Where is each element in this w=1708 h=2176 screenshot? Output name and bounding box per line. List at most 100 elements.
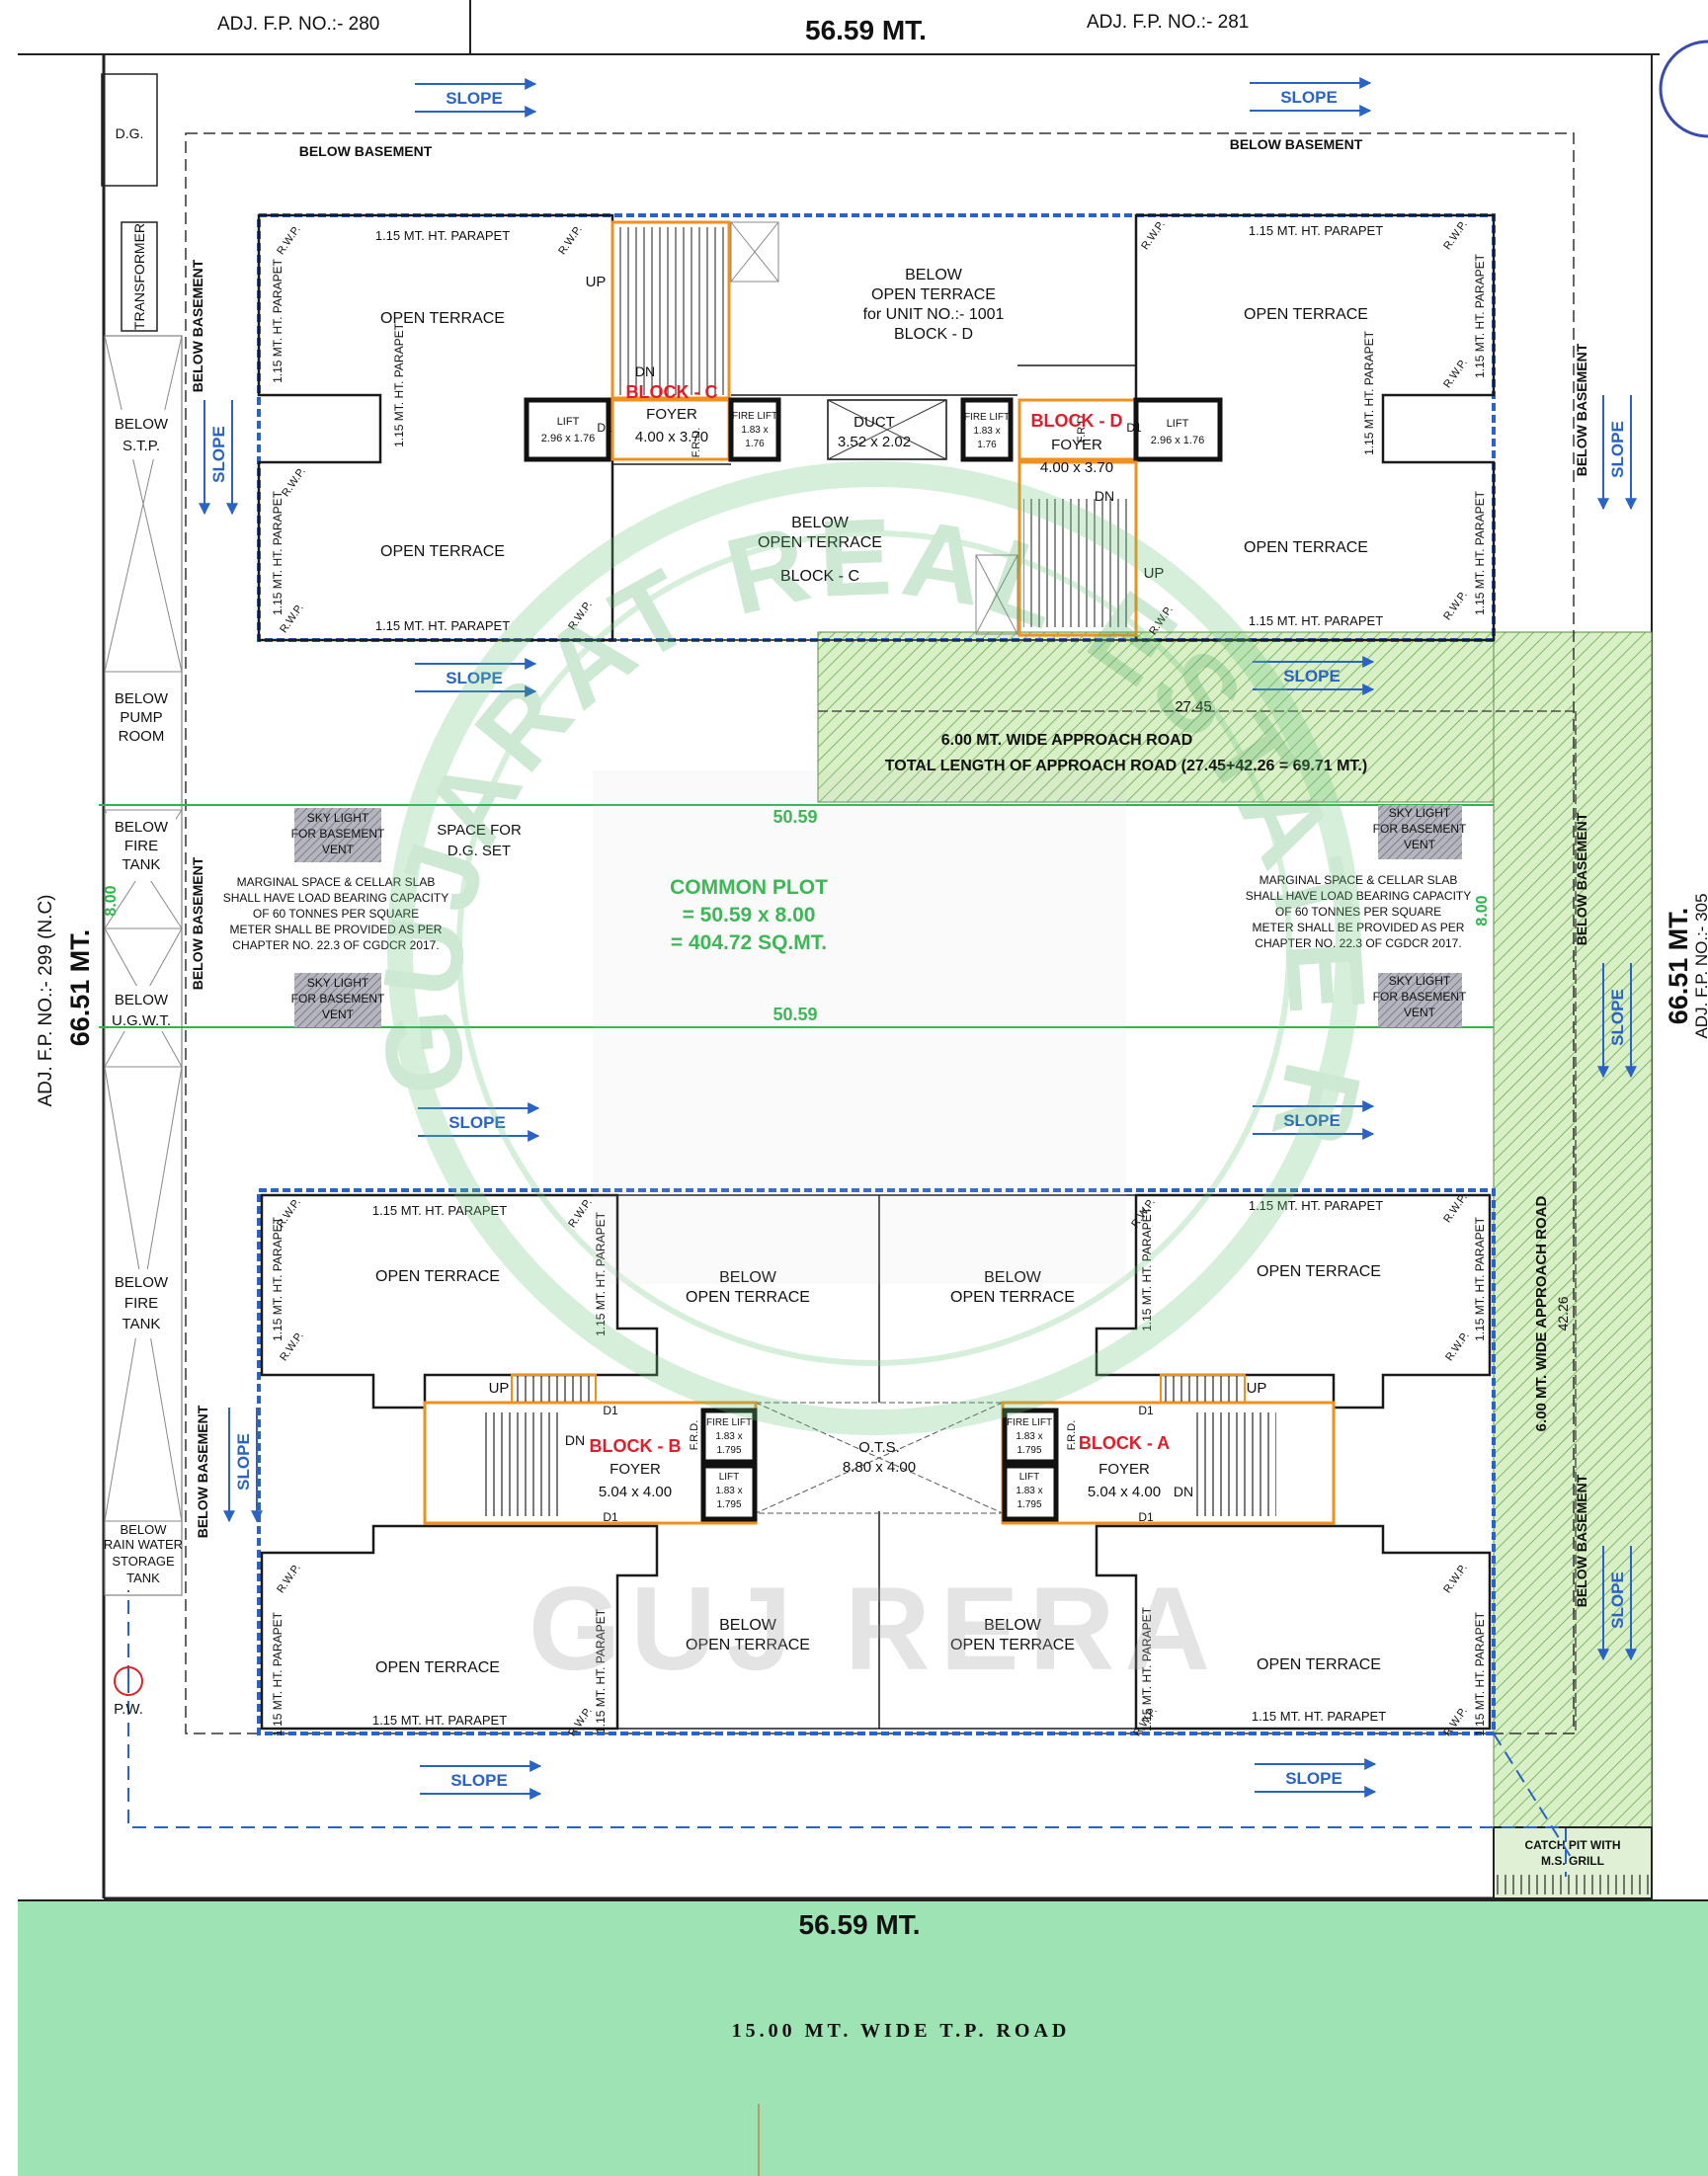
fire-tank-top-2: FIRE (124, 838, 158, 854)
catch-pit-label-2: M.S. GRILL (1541, 1854, 1604, 1868)
open-terrace-label: OPEN TERRACE (1244, 539, 1368, 556)
skylight-br-3: VENT (1404, 1006, 1436, 1019)
ots-label: O.T.S. (858, 1439, 900, 1456)
rwp-label: R.W.P. (1443, 1330, 1472, 1363)
slope-label: SLOPE (1285, 1769, 1342, 1788)
door-d1-label: D1 (1138, 1510, 1154, 1524)
common-plot-line-1: COMMON PLOT (670, 876, 828, 899)
block-a-foyer: FOYER (1098, 1461, 1150, 1478)
duct-size: 3.52 x 2.02 (838, 434, 911, 450)
approach-road-title: 6.00 MT. WIDE APPROACH ROAD (941, 732, 1193, 749)
below-basement-right-3: BELOW BASEMENT (1574, 1474, 1589, 1607)
rain-water-4: TANK (126, 1571, 160, 1585)
block-d-fire-lift: FIRE LIFT (964, 412, 1010, 423)
ugwt-label-2: U.G.W.T. (112, 1012, 171, 1029)
dg-label: D.G. (116, 125, 144, 141)
slope-label: SLOPE (1608, 1572, 1627, 1629)
block-b-foyer-size: 5.04 x 4.00 (599, 1484, 672, 1500)
block-b-fire-lift-size-2: 1.795 (716, 1445, 741, 1456)
below-basement-top-right: BELOW BASEMENT (1230, 136, 1363, 152)
block-c-foyer: FOYER (646, 406, 697, 423)
parapet-label-vertical: 1.15 MT. HT. PARAPET (271, 490, 285, 614)
below-terrace-mid-1: BELOW (791, 515, 850, 531)
rwp-label: R.W.P. (1139, 218, 1168, 252)
marginal-right-3: OF 60 TONNES PER SQUARE (1275, 905, 1441, 919)
rwp-label: R.W.P. (275, 1196, 303, 1230)
marginal-right-2: SHALL HAVE LOAD BEARING CAPACITY (1246, 889, 1472, 903)
slope-label: SLOPE (446, 89, 503, 108)
slope-label: SLOPE (209, 426, 228, 483)
fire-tank-top-3: TANK (122, 856, 161, 873)
block-a-name: BLOCK - A (1079, 1433, 1170, 1453)
open-terrace-label: OPEN TERRACE (1257, 1656, 1381, 1673)
bottom-dimension-label: 56.59 MT. (799, 1909, 921, 1940)
parapet-label-vertical: 1.15 MT. HT. PARAPET (1473, 1611, 1487, 1735)
skylight-tr-1: SKY LIGHT (1389, 806, 1451, 820)
fire-tank-top-1: BELOW (115, 819, 169, 836)
approach-road-vertical (1493, 631, 1653, 1899)
parapet-label-vertical: 1.15 MT. HT. PARAPET (1140, 1206, 1154, 1330)
below-basement-left-3: BELOW BASEMENT (195, 1405, 210, 1538)
marginal-left-1: MARGINAL SPACE & CELLAR SLAB (237, 875, 436, 889)
right-dimension-label: 66.51 MT. (1664, 908, 1693, 1025)
tp-road (18, 1900, 1708, 2176)
open-terrace-label: OPEN TERRACE (375, 1659, 500, 1676)
slope-label: SLOPE (448, 1113, 506, 1132)
top-building (257, 213, 1496, 642)
common-plot-line-3: = 404.72 SQ.MT. (671, 931, 827, 954)
rwp-label: R.W.P. (1441, 1191, 1470, 1225)
block-d-foyer: FOYER (1051, 437, 1102, 453)
bottom-building (257, 1188, 1496, 1735)
parapet-label-vertical: 1.15 MT. HT. PARAPET (271, 1216, 285, 1340)
skylight-bl-2: FOR BASEMENT (291, 992, 385, 1006)
block-a-lift-size-2: 1.795 (1017, 1499, 1041, 1510)
skylight-tr-2: FOR BASEMENT (1373, 822, 1467, 836)
stp-label-1: BELOW (115, 416, 169, 433)
block-d-name: BLOCK - D (1031, 411, 1123, 431)
block-d-foyer-size: 4.00 x 3.70 (1040, 459, 1113, 476)
block-c-fire-lift: FIRE LIFT (732, 411, 777, 422)
block-c-fire-lift-size-1: 1.83 x (741, 425, 768, 436)
below-terrace-top-1: BELOW (905, 267, 963, 283)
below-terrace-mid-3: BLOCK - C (780, 568, 859, 585)
block-b-name: BLOCK - B (590, 1436, 682, 1456)
marginal-right-5: CHAPTER NO. 22.3 OF CGDCR 2017. (1255, 936, 1461, 950)
door-d1-label: D1 (1138, 1404, 1154, 1417)
adj-fp-305-label: ADJ. F.P. NO.:- 305 (1692, 893, 1708, 1038)
parapet-label: 1.15 MT. HT. PARAPET (1249, 1198, 1383, 1213)
parapet-label: 1.15 MT. HT. PARAPET (1252, 1709, 1386, 1724)
approach-road-vertical-title: 6.00 MT. WIDE APPROACH ROAD (1533, 1196, 1550, 1432)
block-b-up: UP (489, 1380, 510, 1397)
open-terrace-label: OPEN TERRACE (375, 1268, 500, 1285)
tp-road-label: 15.00 MT. WIDE T.P. ROAD (732, 2020, 1071, 2042)
rain-water-1: BELOW (121, 1522, 168, 1537)
block-c-dn: DN (635, 363, 655, 379)
block-b-fire-lift: FIRE LIFT (706, 1417, 752, 1428)
parapet-label: 1.15 MT. HT. PARAPET (375, 618, 510, 633)
frd-label: F.R.D. (1066, 1420, 1078, 1451)
below-terrace-top-2: OPEN TERRACE (871, 286, 996, 303)
adj-fp-280-label: ADJ. F.P. NO.:- 280 (217, 14, 379, 35)
open-terrace-label: OPEN TERRACE (1257, 1263, 1381, 1280)
slope-label: SLOPE (1608, 989, 1627, 1046)
skylight-br (1378, 973, 1462, 1027)
below-terrace-top-3: for UNIT NO.:- 1001 (863, 306, 1005, 323)
block-b-lift: LIFT (719, 1472, 740, 1483)
below-basement-right-1: BELOW BASEMENT (1574, 343, 1589, 476)
adj-fp-281-label: ADJ. F.P. NO.:- 281 (1087, 12, 1249, 33)
top-dimension-label: 56.59 MT. (805, 15, 927, 45)
block-a-dn: DN (1174, 1484, 1193, 1499)
block-a-foyer-size: 5.04 x 4.00 (1088, 1484, 1161, 1500)
parapet-label: 1.15 MT. HT. PARAPET (372, 1203, 507, 1218)
rwp-label: R.W.P. (275, 1562, 303, 1595)
adj-fp-299-label: ADJ. F.P. NO.:- 299 (N.C) (36, 894, 56, 1106)
below-open-terrace-label: OPEN TERRACE (686, 1289, 810, 1306)
approach-road-42-26: 42.26 (1555, 1296, 1571, 1330)
parapet-label-vertical: 1.15 MT. HT. PARAPET (594, 1211, 608, 1335)
below-basement-left-2: BELOW BASEMENT (190, 856, 205, 990)
marginal-left-4: METER SHALL BE PROVIDED AS PER (230, 923, 443, 936)
door-d1-label: D1 (1126, 421, 1142, 435)
rwp-label: R.W.P. (566, 1196, 595, 1230)
